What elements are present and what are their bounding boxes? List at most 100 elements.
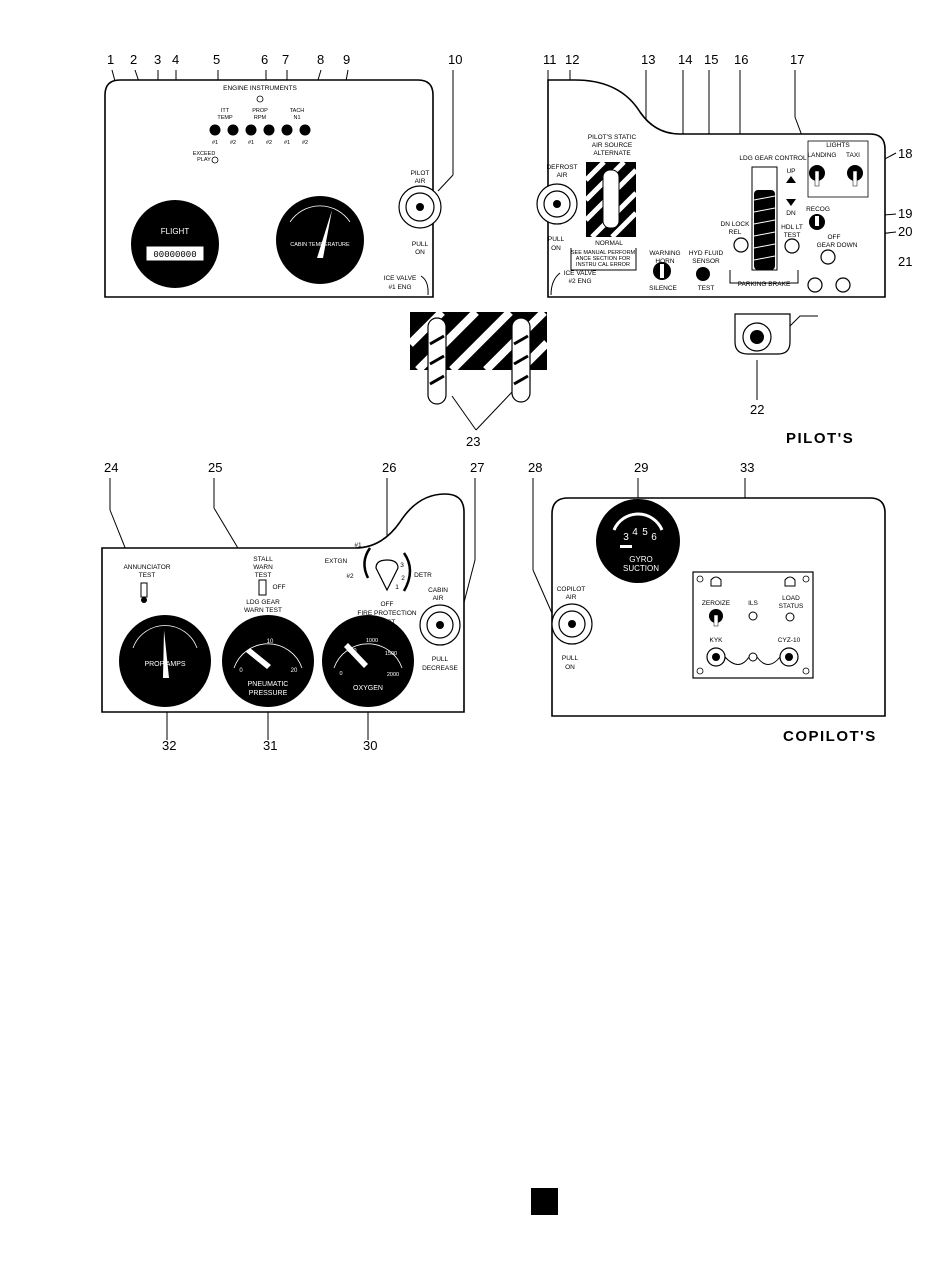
callout-3: 3 — [154, 52, 161, 67]
ice-valve-1-label: ICE VALVE — [384, 275, 417, 282]
itt-label: ITT — [221, 108, 230, 114]
cabin-air-label: AIR — [433, 595, 444, 602]
prop-amps-scale-arc — [132, 625, 198, 649]
tach-1-label: #1 — [284, 140, 290, 146]
defrost-air-label: AIR — [557, 172, 568, 179]
pneumatic-label: PNEUMATIC — [248, 681, 289, 688]
rpm-1-label: #1 — [248, 140, 254, 146]
callout-9: 9 — [343, 52, 350, 67]
static-source-lever[interactable] — [602, 169, 620, 229]
callout-26: 26 — [382, 460, 396, 475]
fire-protection-test-knob[interactable] — [375, 559, 399, 592]
flight-hour-meter — [131, 200, 219, 288]
prop-rpm-1-button[interactable] — [245, 124, 257, 136]
recog-light-toggle — [815, 216, 819, 226]
screw-bottom-right — [802, 667, 810, 675]
oxygen-gauge — [322, 615, 414, 707]
prop-label: PROP — [252, 108, 268, 114]
static-source-label-1: PILOT'S STATIC — [588, 134, 637, 141]
see-manual-label-3: INSTRU CAL ERROR — [576, 262, 630, 268]
hdl-lt-label: HDL LT — [781, 224, 803, 231]
dn-lock-release-button[interactable] — [733, 237, 749, 253]
ice-valve-2-label: ICE VALVE — [564, 270, 597, 277]
hyd-fluid-label: HYD FLUID — [689, 250, 724, 257]
exceed-label: EXCEED — [193, 151, 216, 157]
callout-21: 21 — [898, 254, 912, 269]
static-source-label-3: ALTERNATE — [593, 150, 631, 157]
landing-gear-handle[interactable] — [754, 190, 775, 270]
hyd-fluid-test-button[interactable] — [696, 267, 710, 281]
rpm-label: RPM — [254, 115, 267, 121]
handle-light-test-button[interactable] — [784, 238, 800, 254]
pilot-air-pull-label: PULL — [412, 241, 429, 248]
pilot-left-subpanel: ENGINE INSTRUMENTS ITT TEMP PROP RPM TAC… — [104, 79, 442, 298]
callout-6: 6 — [261, 52, 268, 67]
pneumatic-needle — [246, 648, 271, 669]
callout-22: 22 — [750, 402, 764, 417]
tach-n1-1-button[interactable] — [281, 124, 293, 136]
copilot-left-subpanel: ANNUNCIATOR TEST STALL WARN TEST OFF LDG… — [101, 493, 465, 713]
warning-horn-toggle — [660, 264, 664, 278]
parking-brake-bracket — [729, 270, 799, 284]
pilot-air-on-label: ON — [415, 249, 425, 256]
screw-top-right — [802, 575, 810, 583]
cabin-temperature-gauge — [276, 196, 364, 284]
hyd-test-label: TEST — [698, 285, 715, 292]
warn-test-label: WARN TEST — [244, 607, 282, 614]
hdl-test-label: TEST — [784, 232, 801, 239]
oxy-scale-1500: 1500 — [385, 651, 397, 657]
annunciator-test-switch[interactable] — [140, 582, 148, 598]
flight-label: FLIGHT — [161, 227, 190, 236]
tach-n1-2-button[interactable] — [299, 124, 311, 136]
see-manual-label-2: ANCE SECTION FOR — [576, 256, 630, 262]
test-label: TEST — [255, 572, 272, 579]
static-source-label-2: AIR SOURCE — [592, 142, 633, 149]
see-manual-label-1: SEE MANUAL PERFORM — [571, 250, 636, 256]
callout-numbers: 1 2 3 4 5 6 7 8 9 10 11 12 13 14 15 16 1… — [104, 52, 912, 753]
oxygen-needle — [344, 643, 368, 668]
ldg-gear-label: LDG GEAR — [246, 599, 280, 606]
gear-down-label: GEAR DOWN — [817, 242, 858, 249]
parking-brake-handle[interactable] — [750, 330, 764, 344]
callout-11: 11 — [543, 52, 557, 67]
play-label: PLAY — [197, 157, 211, 163]
callout-8: 8 — [317, 52, 324, 67]
parking-brake-cable — [789, 315, 818, 327]
copilot-label: COPILOT — [557, 586, 586, 593]
engine-instruments-label: ENGINE INSTRUMENTS — [223, 85, 297, 92]
lights-label: LIGHTS — [826, 142, 850, 149]
gear-handle-texture — [753, 195, 776, 261]
gear-down-light-nose — [820, 249, 836, 265]
itt-temp-1-button[interactable] — [209, 124, 221, 136]
defrost-pull-label: PULL — [548, 236, 565, 243]
itt-temp-2-button[interactable] — [227, 124, 239, 136]
ice-valve-1-pointer — [420, 275, 429, 296]
gear-down-arrow — [786, 199, 796, 206]
warning-label: WARNING — [649, 250, 680, 257]
extgn-label: EXTGN — [325, 558, 348, 565]
pilot-title: PILOT'S — [786, 430, 854, 447]
prop-rpm-2-button[interactable] — [263, 124, 275, 136]
taxi-light-toggle — [852, 170, 858, 187]
dn-lock-label: DN LOCK — [721, 221, 751, 228]
parking-brake-handle-assembly — [734, 313, 818, 355]
exceed-play-light — [211, 156, 219, 164]
taxi-label: TAXI — [846, 152, 860, 159]
callout-20: 20 — [898, 224, 912, 239]
pneu-scale-10: 10 — [267, 639, 274, 645]
sensor-label: SENSOR — [692, 258, 720, 265]
callout-15: 15 — [704, 52, 718, 67]
annunciator-label: ANNUNCIATOR — [123, 564, 170, 571]
rpm-2-label: #2 — [266, 140, 272, 146]
lights-group-box — [807, 140, 869, 198]
pilot-lower-lever-assembly — [407, 309, 550, 405]
callout-1: 1 — [107, 52, 114, 67]
rel-label: REL — [729, 229, 742, 236]
oxy-scale-1000: 1000 — [366, 638, 378, 644]
callout-25: 25 — [208, 460, 222, 475]
callout-32: 32 — [162, 738, 176, 753]
copilot-title: COPILOT'S — [783, 728, 877, 745]
stall-warn-test-switch[interactable] — [258, 579, 267, 596]
callout-19: 19 — [898, 206, 912, 221]
gear-down-light-left — [807, 277, 823, 293]
